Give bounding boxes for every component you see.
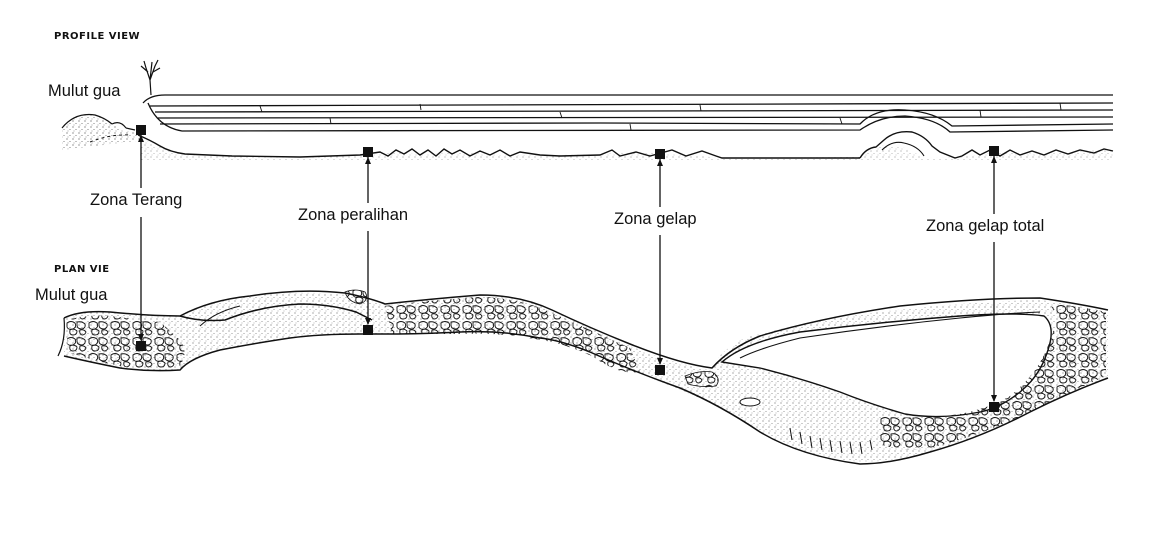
profile-marker-peralihan <box>363 147 373 157</box>
profile-section <box>62 60 1113 160</box>
plan-marker-terang <box>136 341 146 351</box>
cave-mouth-label-plan: Mulut gua <box>35 286 107 305</box>
profile-marker-gelap <box>655 149 665 159</box>
plan-view-title: PLAN VIE <box>54 264 110 275</box>
profile-view-title: PROFILE VIEW <box>54 31 140 42</box>
cave-mouth-label-profile: Mulut gua <box>48 82 120 101</box>
profile-marker-gelap-total <box>989 146 999 156</box>
rock-strata <box>143 95 1113 132</box>
arrowhead-up-gelap <box>657 159 663 166</box>
plan-marker-gelap <box>655 365 665 375</box>
zone-label-gelap: Zona gelap <box>612 210 699 229</box>
plan-marker-gelap-total <box>989 402 999 412</box>
mouth-rubble <box>62 115 145 150</box>
plan-marker-peralihan <box>363 325 373 335</box>
zone-label-terang: Zona Terang <box>88 191 184 210</box>
tree-icon <box>141 60 160 95</box>
cave-floor <box>138 132 1113 160</box>
plan-section <box>58 290 1108 464</box>
profile-marker-terang <box>136 125 146 135</box>
zone-label-peralihan: Zona peralihan <box>296 206 410 225</box>
zone-label-gelap-total: Zona gelap total <box>924 217 1046 236</box>
boulder <box>740 398 760 406</box>
